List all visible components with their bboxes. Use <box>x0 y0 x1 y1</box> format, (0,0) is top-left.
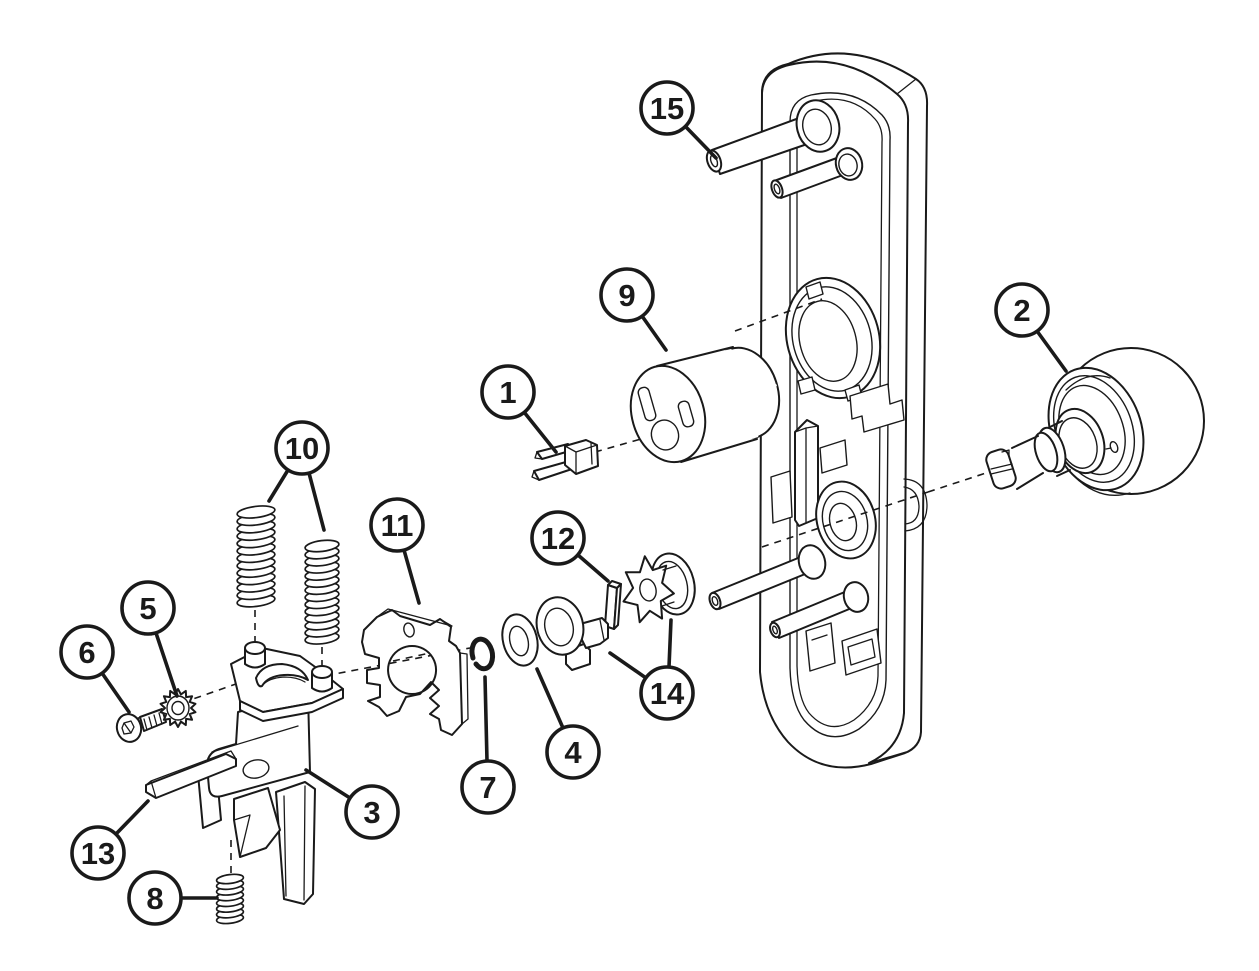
callout-4-bubble[interactable] <box>545 724 601 780</box>
callout-5[interactable]: 5 <box>120 580 179 698</box>
part-14-locking-cam <box>535 596 609 671</box>
spring-seat-pegs <box>244 641 333 693</box>
callout-2[interactable]: 2 <box>994 282 1068 373</box>
callout-7-bubble[interactable] <box>460 759 516 815</box>
callout-15-leader-line <box>683 124 718 160</box>
callout-15-bubble[interactable] <box>639 80 695 136</box>
callout-13-number: 13 <box>81 836 115 871</box>
callout-10-leader-line <box>307 471 326 532</box>
callout-4-number: 4 <box>564 735 582 770</box>
part-7-retaining-ring <box>469 636 496 672</box>
callout-10-bubble[interactable] <box>274 420 330 476</box>
callout-10-leader-line <box>267 468 290 503</box>
callout-2-bubble[interactable] <box>994 282 1050 338</box>
callout-3-bubble[interactable] <box>344 784 400 840</box>
callout-1-bubble[interactable] <box>480 364 536 420</box>
cylinder-mount-ring <box>784 276 905 433</box>
callout-8-bubble[interactable] <box>127 870 183 926</box>
part-4-washer <box>501 613 539 667</box>
callout-13[interactable]: 13 <box>70 799 150 881</box>
callout-14-leader-line <box>667 618 673 669</box>
part-1-retainer-clip <box>531 439 599 481</box>
callout-10-number: 10 <box>285 431 319 466</box>
part-14-star-retainer <box>622 552 696 624</box>
callout-2-number: 2 <box>1013 293 1030 328</box>
callout-4-leader-line <box>535 667 565 730</box>
part-15-mounting-posts-top <box>705 99 864 199</box>
part-11-retainer-bracket <box>361 608 469 736</box>
axis-overlay-lines <box>392 298 987 662</box>
callout-14-bubble[interactable] <box>639 665 695 721</box>
knob-detent-pin <box>1105 440 1119 454</box>
callout-6-bubble[interactable] <box>59 624 115 680</box>
part-5-lock-washer <box>159 688 197 728</box>
callout-8[interactable]: 8 <box>127 870 219 926</box>
callout-3-number: 3 <box>363 795 380 830</box>
callout-12-number: 12 <box>541 521 575 556</box>
part-3-chassis <box>145 641 344 905</box>
callout-6-leader-line <box>100 671 131 714</box>
callout-12-bubble[interactable] <box>530 510 586 566</box>
callout-5-number: 5 <box>139 591 156 626</box>
knob-hub-rings <box>815 478 928 560</box>
plate-snap-clips <box>805 622 882 676</box>
callout-8-number: 8 <box>146 881 163 916</box>
callout-1-number: 1 <box>499 375 516 410</box>
callout-15[interactable]: 15 <box>639 80 718 160</box>
callout-4[interactable]: 4 <box>535 667 601 780</box>
part-6-screw <box>115 708 167 743</box>
callout-11-number: 11 <box>381 508 414 543</box>
callout-11-leader-line <box>402 548 421 605</box>
callout-14-number: 14 <box>650 676 685 711</box>
callout-1[interactable]: 1 <box>480 364 558 454</box>
part-2-knob <box>985 347 1205 496</box>
callout-14[interactable]: 14 <box>608 618 695 721</box>
callout-11[interactable]: 11 <box>369 497 425 605</box>
callout-2-leader-line <box>1035 329 1068 373</box>
callout-9[interactable]: 9 <box>599 267 668 352</box>
callout-10[interactable]: 10 <box>267 420 330 532</box>
spring-left <box>236 505 276 608</box>
callout-15-number: 15 <box>650 91 684 126</box>
callout-5-leader-line <box>154 631 179 698</box>
callout-13-bubble[interactable] <box>70 825 126 881</box>
part-9-lock-cylinder <box>629 346 781 464</box>
spring-right <box>304 539 340 645</box>
part-8-spring <box>215 873 245 925</box>
callout-12[interactable]: 12 <box>530 510 610 583</box>
callout-14-leader-line <box>608 651 648 680</box>
part-13-spindle-bar <box>145 750 237 799</box>
callout-13-leader-line <box>114 799 150 836</box>
cam-slot <box>255 663 309 688</box>
latch-slider <box>770 419 848 527</box>
mounting-posts-bottom <box>708 544 870 639</box>
callout-7[interactable]: 7 <box>460 675 516 815</box>
callout-6[interactable]: 6 <box>59 624 131 714</box>
callout-6-number: 6 <box>78 635 95 670</box>
callout-7-number: 7 <box>479 770 496 805</box>
part-12-pin <box>604 580 622 630</box>
callout-5-bubble[interactable] <box>120 580 176 636</box>
callout-12-leader-line <box>576 553 610 583</box>
callout-1-leader-line <box>522 410 558 454</box>
callout-3-leader-line <box>304 768 352 800</box>
callout-9-number: 9 <box>618 278 635 313</box>
part-10-springs <box>236 505 340 645</box>
callout-7-leader-line <box>483 675 489 763</box>
callout-9-bubble[interactable] <box>599 267 655 323</box>
escutcheon-plate <box>705 52 929 769</box>
callout-3[interactable]: 3 <box>304 768 400 840</box>
callout-11-bubble[interactable] <box>369 497 425 553</box>
callout-9-leader-line <box>640 314 668 352</box>
